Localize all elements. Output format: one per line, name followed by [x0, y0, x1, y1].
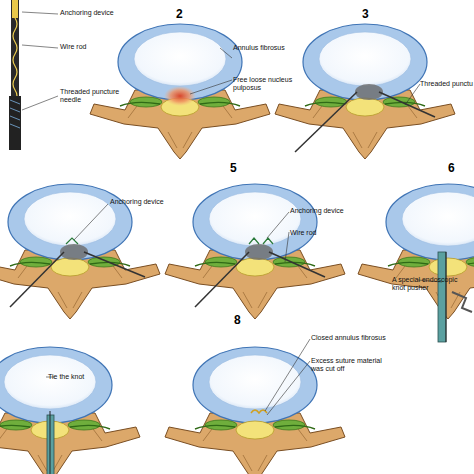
part-label: Wire rod: [290, 229, 350, 237]
part-label: Anchoring device: [60, 9, 120, 17]
vertebra-panel: [165, 184, 345, 319]
callout-number: 5: [230, 162, 250, 175]
vertebra-panel: [358, 184, 474, 342]
part-label: Anchoring device: [110, 198, 180, 206]
part-label: Threaded punctu: [420, 80, 474, 88]
device-panel: [9, 0, 58, 150]
part-label: Excess suture material was cut off: [311, 357, 391, 373]
part-label: Wire rod: [60, 43, 120, 51]
part-label: Threaded puncture needle: [60, 88, 120, 104]
part-label: Tie the knot: [48, 373, 108, 381]
callout-number: 6: [448, 162, 468, 175]
callout-number: 8: [234, 314, 254, 327]
part-label: Annulus fibrosus: [233, 44, 303, 52]
part-label: A special endoscopic knot pusher: [392, 276, 472, 292]
callout-number: 3: [362, 8, 382, 21]
callout-number: 2: [176, 8, 196, 21]
vertebra-panel: [0, 347, 140, 474]
part-label: Free loose nucleus pulposus: [233, 76, 303, 92]
part-label: Closed annulus fibrosus: [311, 334, 391, 342]
vertebra-panel: [275, 24, 455, 159]
part-label: Anchoring device: [290, 207, 360, 215]
